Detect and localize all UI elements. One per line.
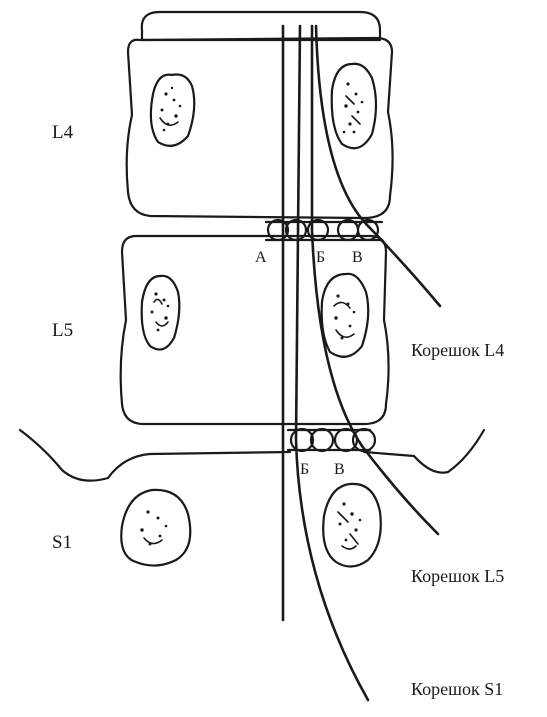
l4-right-pedicle [332,64,376,148]
upper-vertebra-edge [142,12,380,40]
sacrum-outline [20,430,484,481]
root-label-l4: Корешок L4 [411,340,504,360]
l5-left-pedicle [142,276,180,350]
position-label-v-lower: В [334,461,345,478]
l5-right-pedicle [322,274,369,357]
s1-left-pedicle [121,490,190,566]
position-label-b-upper: Б [316,249,325,266]
vertebra-label-l5: L5 [52,320,73,341]
nerve-roots [283,26,440,700]
position-label-v-upper: В [352,249,363,266]
root-label-s1: Корешок S1 [411,679,503,699]
vertebra-label-l4: L4 [52,122,74,143]
root-label-l5: Корешок L5 [411,566,504,586]
position-label-b-lower: Б [300,461,309,478]
s1-pedicle-texture [140,502,361,549]
vertebra-label-s1: S1 [52,532,72,553]
position-label-a-upper: А [255,249,267,266]
l5-pedicle-texture [151,292,356,339]
l4-left-pedicle [151,74,194,145]
s1-right-pedicle [323,484,381,567]
